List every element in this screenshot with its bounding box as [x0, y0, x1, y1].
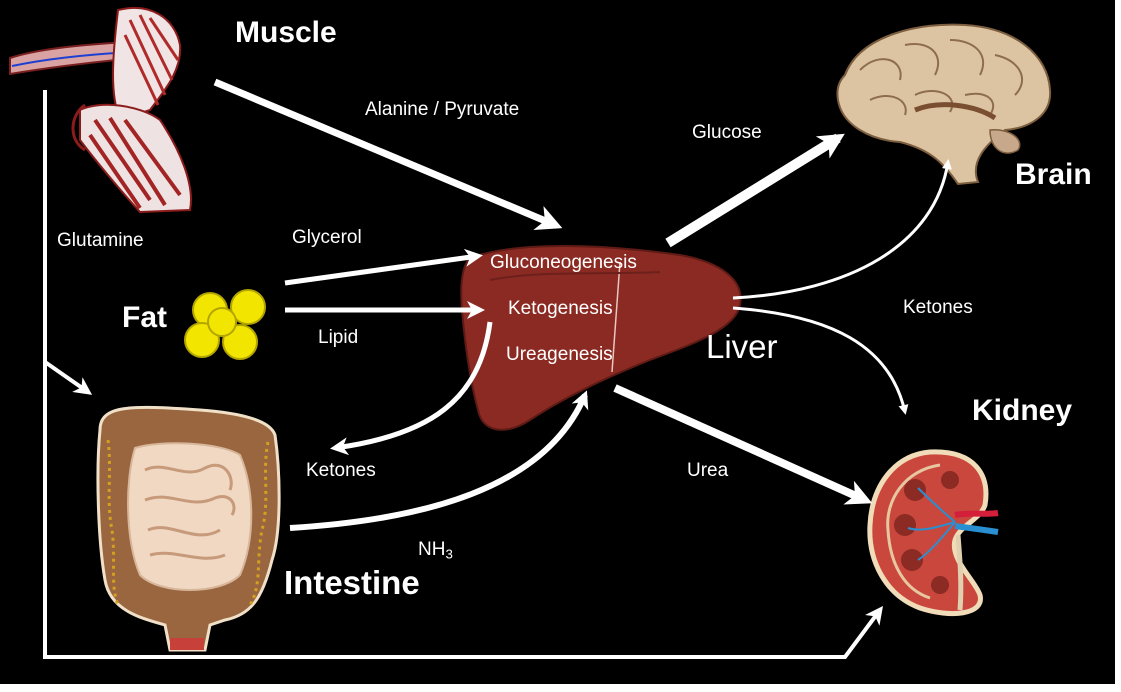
kidney-icon	[870, 452, 998, 614]
edge-label-lipid: Lipid	[318, 328, 358, 347]
organ-label-intestine: Intestine	[284, 566, 420, 599]
edge-label-ketones-brain: Ketones	[903, 298, 973, 317]
arrow-glucose	[668, 138, 838, 243]
organ-label-muscle: Muscle	[235, 18, 337, 48]
edge-label-glycerol: Glycerol	[292, 228, 362, 247]
fat-icon	[185, 290, 265, 359]
edge-label-nh3: NH3	[418, 540, 453, 561]
edge-label-glutamine: Glutamine	[57, 231, 144, 250]
edge-label-ketones-fat: Ketones	[306, 461, 376, 480]
process-gluconeogenesis: Gluconeogenesis	[490, 253, 637, 272]
intestine-icon	[98, 407, 279, 650]
organ-label-liver: Liver	[706, 330, 778, 363]
edge-label-urea: Urea	[687, 461, 728, 480]
muscle-icon	[10, 8, 191, 212]
arrow-glycerol	[285, 256, 478, 283]
process-ketogenesis: Ketogenesis	[508, 299, 613, 318]
organ-label-fat: Fat	[122, 303, 167, 333]
edge-label-alanine-pyruvate: Alanine / Pyruvate	[365, 100, 519, 119]
liver-icon	[461, 246, 740, 430]
arrow-urea	[615, 388, 865, 500]
nh3-main: NH	[418, 539, 445, 560]
arrow-glutamine-to-intestine	[45, 362, 88, 392]
process-ureagenesis: Ureagenesis	[506, 345, 613, 364]
organ-label-brain: Brain	[1015, 160, 1092, 190]
organ-label-kidney: Kidney	[972, 396, 1072, 426]
edge-label-glucose: Glucose	[692, 123, 762, 142]
nh3-subscript: 3	[445, 546, 452, 561]
